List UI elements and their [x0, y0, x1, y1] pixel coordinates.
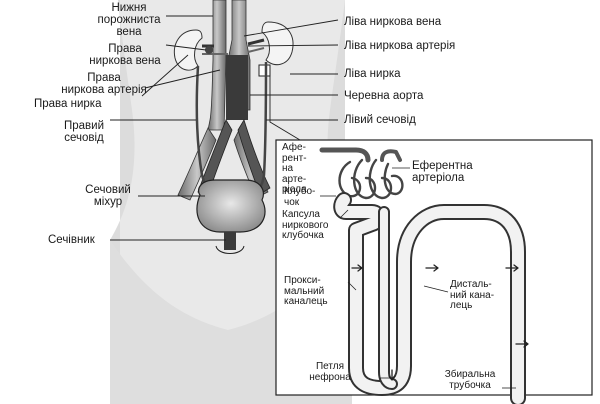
left-kidney [261, 21, 294, 66]
kidneys [173, 21, 294, 77]
label-bladder: Сечовий міхур [85, 184, 131, 208]
label-left-ureter: Лівий сечовід [344, 114, 416, 126]
label-urethra: Сечівник [48, 234, 95, 246]
label-left-renal-vein: Ліва ниркова вена [344, 16, 442, 28]
label-loop-of-henle: Петля нефрона [309, 361, 351, 383]
label-distal-tubule: Дисталь- ний кана- лець [450, 279, 495, 311]
label-left-renal-artery: Ліва ниркова артерія [344, 40, 456, 52]
bladder [196, 179, 266, 254]
label-right-kidney: Права нирка [34, 98, 102, 110]
label-left-kidney: Ліва нирка [344, 68, 401, 80]
label-right-ureter: Правий сечовід [63, 120, 104, 144]
label-right-renal-artery: Права ниркова артерія [61, 72, 147, 96]
label-proximal-tubule: Прокси- мальний каналець [284, 275, 328, 307]
label-abdominal-aorta: Черевна аорта [344, 90, 424, 102]
label-inferior-vena-cava: Нижня порожниста вена [97, 2, 161, 38]
label-efferent-arteriole: Еферентна артеріола [412, 160, 473, 184]
nephron [319, 147, 529, 404]
great-vessels [177, 0, 271, 201]
leader-lines [110, 15, 339, 241]
inset-leader-lines [320, 167, 516, 389]
label-bowman-capsule: Капсула ниркового клубочка [282, 209, 329, 241]
label-right-renal-vein: Права ниркова вена [89, 43, 161, 67]
label-afferent-arteriole: Афе- рент- на арте- ріола [282, 142, 307, 195]
label-glomerulus: Клубо- чок [284, 186, 316, 208]
label-collecting-duct: Збиральна трубочка [444, 369, 496, 391]
